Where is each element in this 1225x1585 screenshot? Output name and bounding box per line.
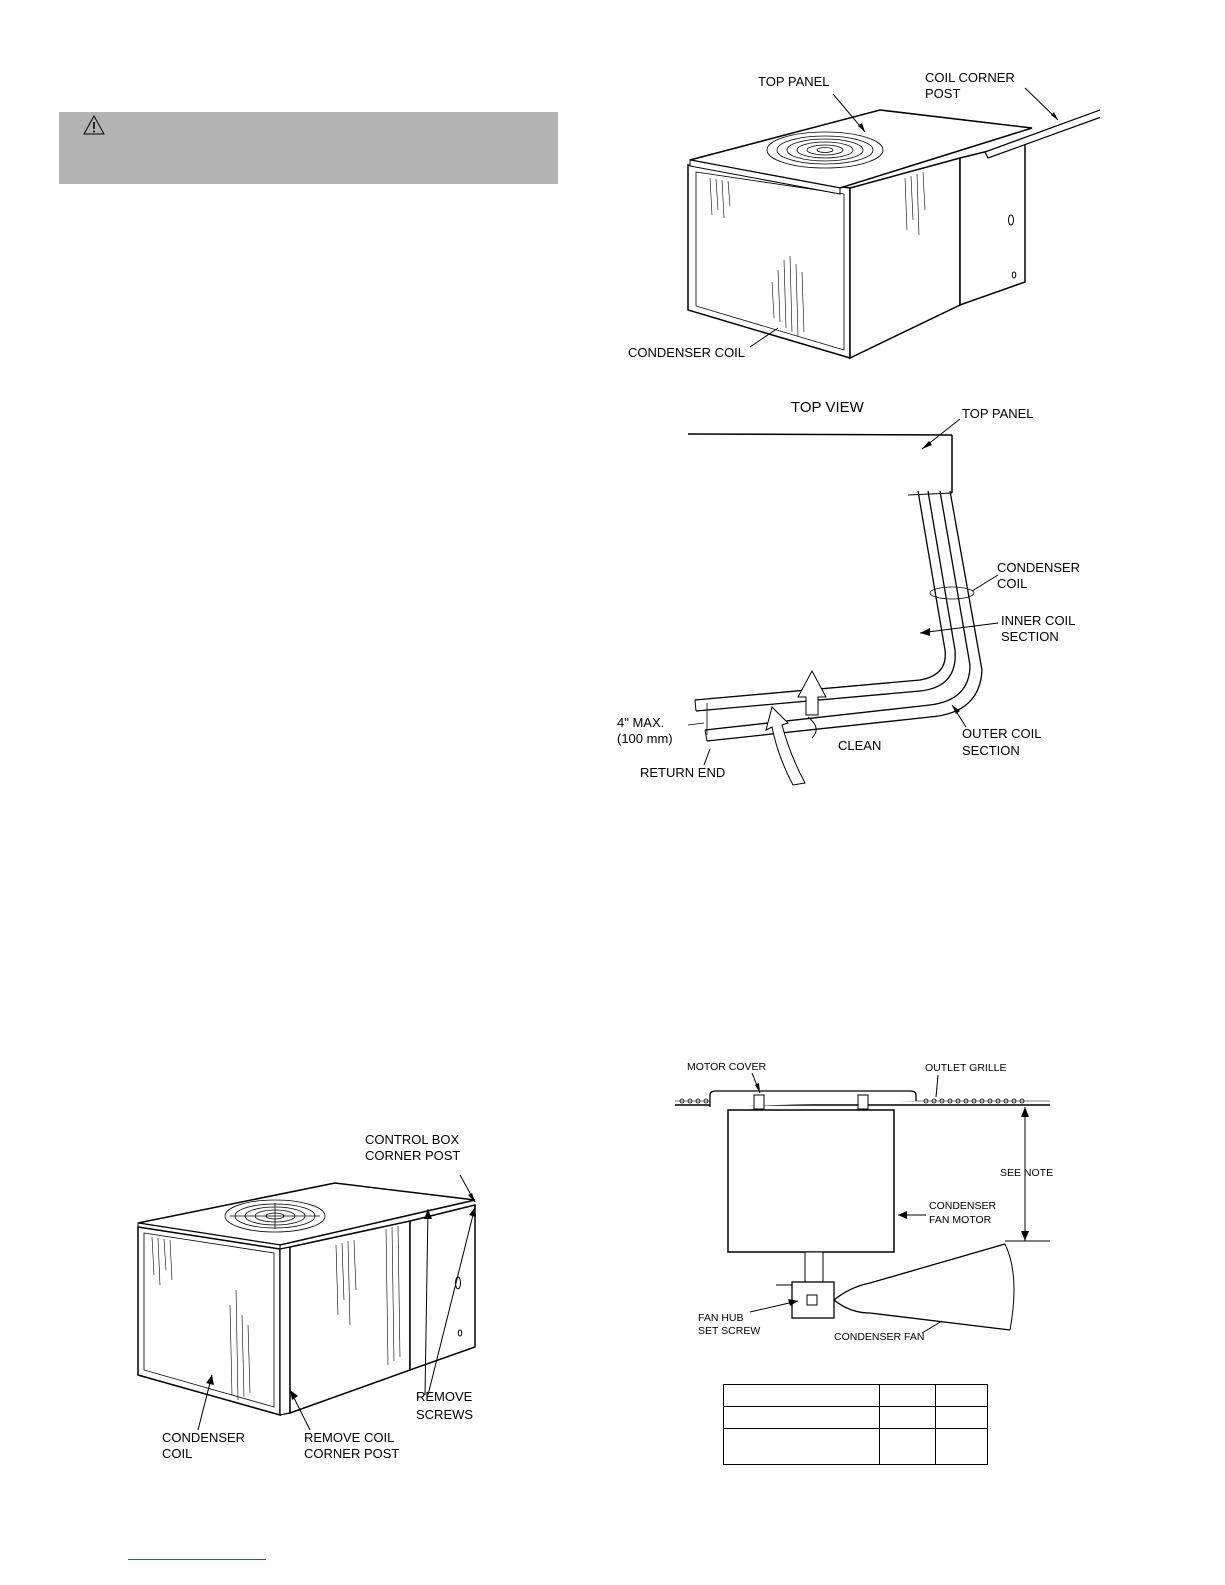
label-fan-hub-1: FAN HUB (698, 1312, 744, 1324)
table-cell (723, 1428, 880, 1465)
label-max-1: 4" MAX. (617, 715, 664, 730)
label-return-end: RETURN END (640, 765, 725, 780)
label-clean: CLEAN (838, 738, 881, 753)
label-control-box-1: CONTROL BOX (365, 1132, 459, 1147)
table-cell (879, 1428, 936, 1465)
label-condenser-coil-2a: CONDENSER (997, 560, 1080, 575)
label-condenser-coil-3b: COIL (162, 1446, 192, 1461)
figure-fan-adjustment: MOTOR COVER OUTLET GRILLE SEE NOTE CONDE… (675, 1061, 1053, 1343)
label-top-panel-2: TOP PANEL (962, 406, 1034, 421)
warning-icon (83, 115, 105, 135)
label-see-note: SEE NOTE (1000, 1167, 1053, 1179)
label-inner-coil-1: INNER COIL (1001, 613, 1075, 628)
label-coil-corner-post-2: POST (925, 86, 960, 101)
label-outer-coil-1: OUTER COIL (962, 726, 1041, 741)
figure-corner-post-removal: CONTROL BOX CORNER POST REMOVE SCREWS CO… (137, 1132, 476, 1461)
warning-banner (59, 112, 558, 184)
label-top-panel: TOP PANEL (758, 74, 830, 89)
label-top-view: TOP VIEW (791, 399, 865, 416)
label-motor-cover: MOTOR COVER (687, 1061, 767, 1073)
label-coil-corner-post-1: COIL CORNER (925, 70, 1015, 85)
table-cell (879, 1384, 936, 1407)
label-outlet-grille: OUTLET GRILLE (925, 1062, 1007, 1074)
table-cell (879, 1406, 936, 1429)
label-inner-coil-2: SECTION (1001, 629, 1059, 644)
label-max-2: (100 mm) (617, 731, 673, 746)
label-condenser-coil-2b: COIL (997, 576, 1027, 591)
label-fan-motor-1: CONDENSER (929, 1200, 997, 1212)
label-outer-coil-2: SECTION (962, 743, 1020, 758)
label-condenser-coil-3a: CONDENSER (162, 1430, 245, 1445)
label-remove-screws-1: REMOVE (416, 1389, 473, 1404)
table-cell (935, 1428, 988, 1465)
table-cell (935, 1406, 988, 1429)
label-remove-screws-2: SCREWS (416, 1407, 473, 1422)
label-condenser-fan: CONDENSER FAN (834, 1331, 924, 1343)
table-cell (935, 1384, 988, 1407)
table-cell (723, 1384, 880, 1407)
figure-top-panel-removal: TOP PANEL COIL CORNER POST CONDENSER COI… (628, 70, 1100, 360)
label-fan-hub-2: SET SCREW (698, 1325, 760, 1337)
table-cell (723, 1406, 880, 1429)
label-condenser-coil: CONDENSER COIL (628, 345, 745, 360)
footer-link-underline (128, 1559, 266, 1560)
label-remove-post-1: REMOVE COIL (304, 1430, 394, 1445)
fan-spec-table (723, 1384, 988, 1465)
figure-coil-top-view: TOP VIEW TOP PANEL CONDENSER COIL INNER … (617, 399, 1080, 786)
label-remove-post-2: CORNER POST (304, 1446, 399, 1461)
label-control-box-2: CORNER POST (365, 1148, 460, 1163)
label-fan-motor-2: FAN MOTOR (929, 1214, 992, 1226)
